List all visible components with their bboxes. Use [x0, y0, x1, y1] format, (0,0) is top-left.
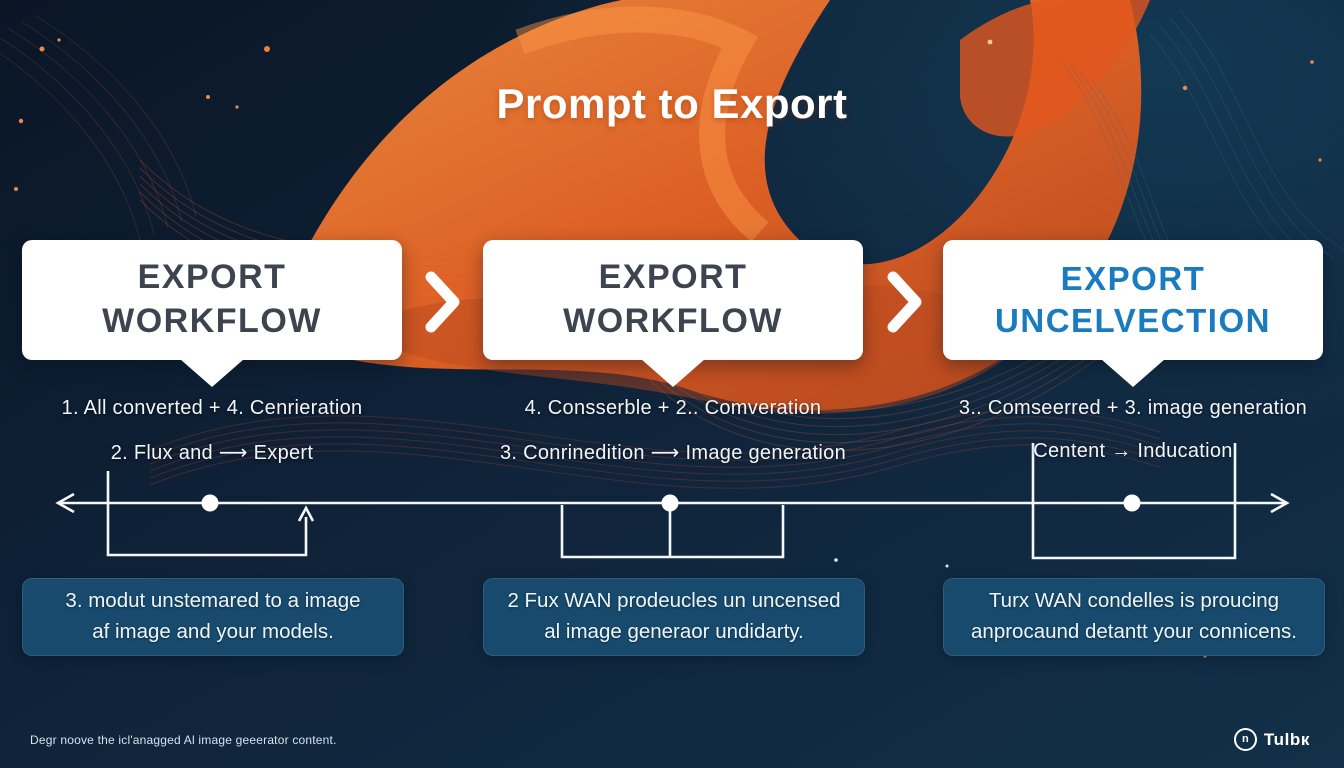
bubble-2-line2: WORKFLOW — [563, 302, 783, 340]
bubble-1-line2: WORKFLOW — [102, 302, 322, 340]
timeline-dot-3 — [1123, 494, 1141, 512]
tulbk-logo-icon: n — [1233, 728, 1257, 751]
workflow-bubble-3: EXPORT UNCELVECTION — [943, 240, 1323, 360]
footer-note: Degr noove the icl'anagged Al image geee… — [30, 733, 337, 747]
bubble-2-line1: EXPORT — [598, 258, 748, 297]
note-card-1: 3. modut unstemared to a image af image … — [22, 578, 404, 656]
bubble-3-line1: EXPORT — [1060, 259, 1206, 297]
timeline-bracket-left-arrowhead — [297, 505, 315, 522]
note-2-line1: 2 Fux WAN prodeucles un uncensed — [507, 589, 841, 613]
step-row-1-top: 1. All converted + 4. Cenrieration — [61, 397, 363, 419]
logo-glyph: n — [1242, 733, 1249, 745]
timeline-bracket-middle — [560, 505, 785, 559]
timeline-arrow-right — [1270, 492, 1290, 514]
timeline-dot-2 — [661, 494, 679, 512]
brand-logo: n Tulbк — [1233, 728, 1310, 751]
note-1-line1: 3. modut unstemared to a image — [65, 589, 361, 613]
timeline-dot-1 — [201, 494, 219, 512]
note-1-line2: af image and your models. — [92, 620, 334, 643]
step-row-3-bottom: Centent → Inducation — [1033, 440, 1233, 462]
timeline-bracket-right — [1031, 443, 1237, 560]
note-card-3: Turx WAN condelles is proucing anprocaun… — [943, 578, 1325, 656]
timeline-arrow-left — [55, 492, 75, 514]
step-row-2-top: 4. Consserble + 2.. Comveration — [524, 397, 822, 419]
bubble-1-line1: EXPORT — [137, 258, 287, 297]
workflow-bubble-1: EXPORT WORKFLOW — [22, 240, 402, 360]
note-3-line2: anprocaund detantt your connicens. — [971, 620, 1297, 643]
timeline-bracket-left — [106, 471, 308, 557]
note-3-line1: Turx WAN condelles is proucing — [988, 589, 1280, 613]
note-card-2: 2 Fux WAN prodeucles un uncensed al imag… — [483, 578, 865, 656]
chevron-right-icon — [424, 270, 460, 339]
workflow-bubble-2: EXPORT WORKFLOW — [483, 240, 863, 360]
brand-name: Tulbк — [1263, 729, 1310, 749]
bubble-3-line2: UNCELVECTION — [995, 302, 1271, 339]
timeline-dots — [201, 494, 1141, 512]
note-2-line2: al image generaor undidarty. — [544, 620, 804, 643]
step-row-1-bottom: 2. Flux and ⟶ Expert — [110, 442, 314, 464]
step-row-2-bottom: 3. Conrinedition ⟶ Image generation — [499, 442, 847, 464]
step-row-3-top: 3.. Comseerred + 3. image generation — [958, 397, 1308, 419]
page-title: Prompt to Export — [496, 80, 848, 127]
chevron-right-icon — [886, 270, 922, 339]
